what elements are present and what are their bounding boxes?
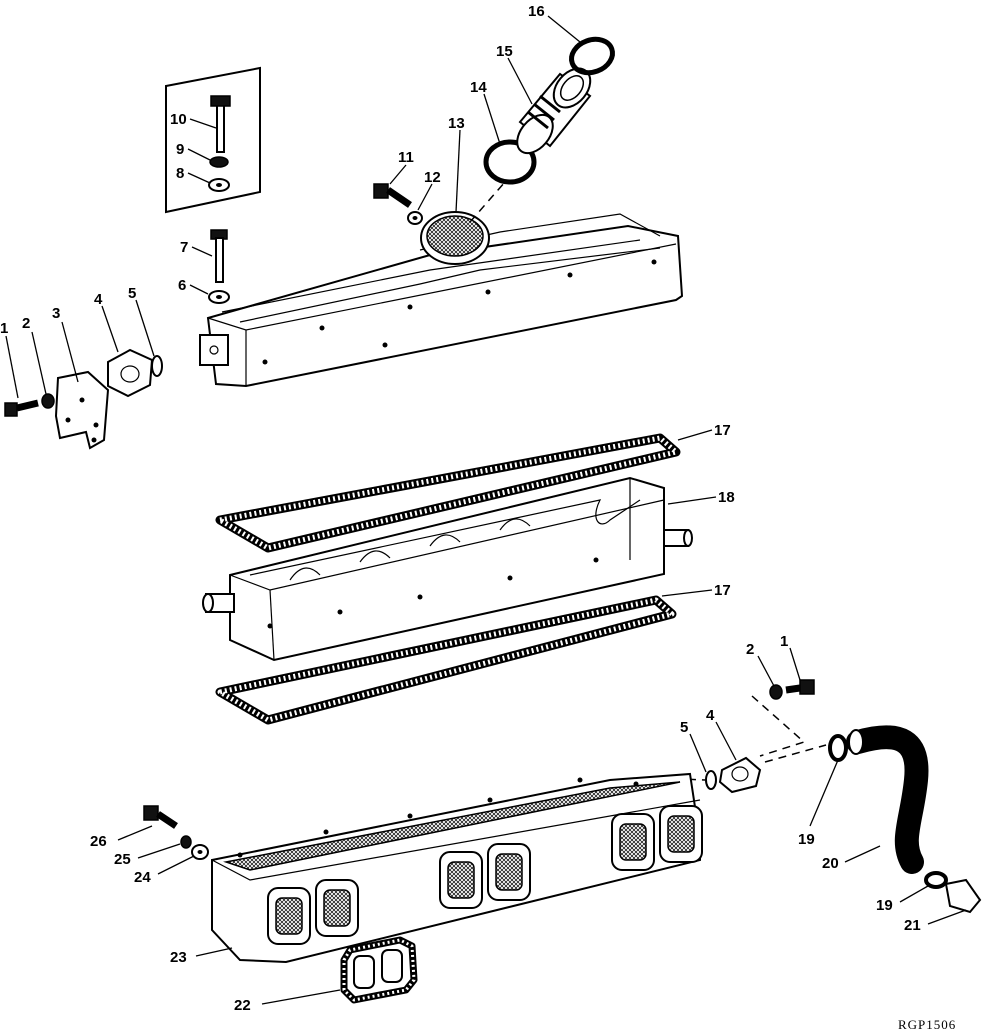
adapter-15 [516,67,592,155]
left-bracket-group [4,348,163,450]
callout-1-left: 1 [0,320,8,337]
port-gasket-22 [340,936,418,1004]
callout-23: 23 [170,949,187,966]
callout-14: 14 [470,79,487,96]
callout-11: 11 [398,149,414,166]
callout-10: 10 [170,111,187,128]
callout-6: 6 [178,277,186,294]
callout-5-left: 5 [128,285,136,302]
bolt-26-group [143,805,209,860]
lockwasher-9-shape [209,156,229,168]
callout-12: 12 [424,169,441,186]
callout-1-right: 1 [780,633,788,650]
callout-20: 20 [822,855,839,872]
bolt-7-group [208,229,230,304]
callout-7: 7 [180,239,188,256]
callout-4-right: 4 [706,707,715,724]
gasket-17-upper [215,433,681,553]
callout-26: 26 [90,833,107,850]
callout-8: 8 [176,165,184,182]
bolt-11-group [373,183,423,225]
screen-13 [420,211,490,265]
intake-manifold-23 [211,772,703,964]
callout-24: 24 [134,869,151,886]
o-ring-14 [483,139,537,185]
callout-17-upper: 17 [714,422,731,439]
callout-16: 16 [528,3,545,20]
callout-9: 9 [176,141,184,158]
hose-assembly [828,725,982,914]
callout-15: 15 [496,43,513,60]
callout-19-upper: 19 [798,831,815,848]
leader-lines [5,15,967,1005]
callout-21: 21 [904,917,921,934]
port-pair-left [267,879,359,945]
port-pair-middle [439,843,531,909]
right-hardware-group [659,679,827,794]
gasket-17-lower [215,595,677,725]
callout-22: 22 [234,997,251,1014]
callout-3: 3 [52,305,60,322]
callout-17-lower: 17 [714,582,731,599]
callout-18: 18 [718,489,735,506]
callout-13: 13 [448,115,465,132]
callout-labels: 1 2 3 4 5 6 7 8 9 10 11 12 13 14 15 16 1… [0,3,921,1014]
callout-25: 25 [114,851,131,868]
figure-reference-code: RGP1506 [898,1017,956,1031]
callout-4-left: 4 [94,291,103,308]
aftercooler-core-18 [202,476,693,662]
callout-5-right: 5 [680,719,688,736]
callout-2-left: 2 [22,315,30,332]
top-housing [199,213,684,388]
callout-2-right: 2 [746,641,754,658]
bolt-10-shape [216,99,225,153]
o-ring-16 [569,36,615,76]
inset-panel [165,66,261,214]
callout-19-lower: 19 [876,897,893,914]
port-pair-right [611,805,703,871]
